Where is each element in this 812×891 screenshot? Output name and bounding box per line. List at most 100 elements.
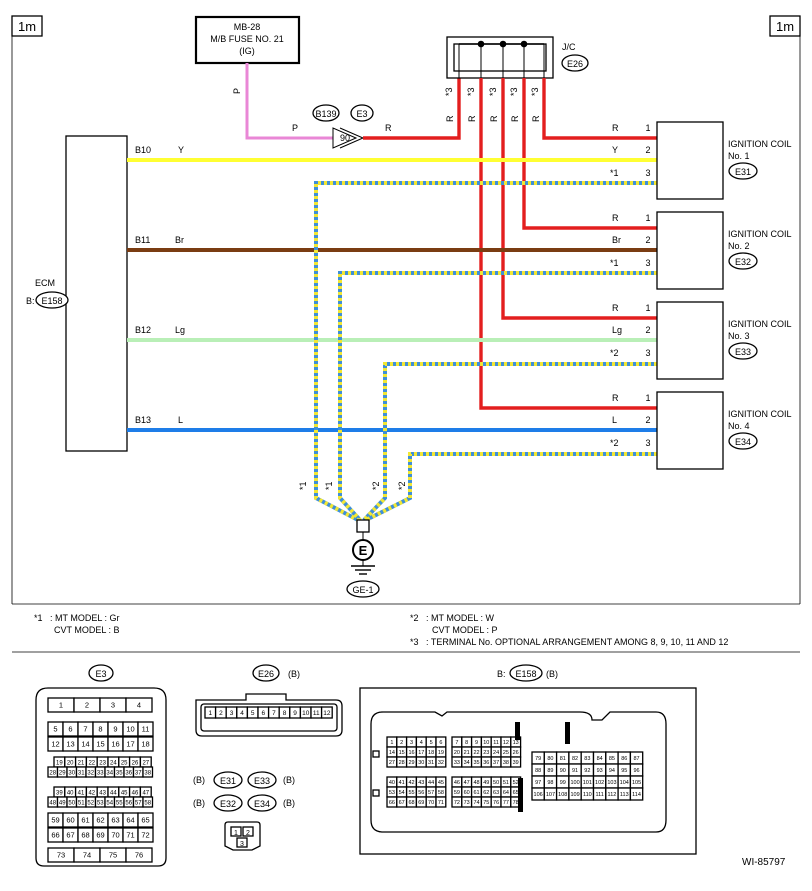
- svg-text:CVT MODEL : P: CVT MODEL : P: [432, 625, 498, 635]
- svg-text:99: 99: [560, 780, 566, 786]
- svg-text:E: E: [359, 543, 368, 558]
- svg-text:103: 103: [607, 780, 616, 786]
- svg-text:4: 4: [420, 740, 423, 746]
- svg-text:No. 1: No. 1: [728, 151, 750, 161]
- svg-text:E34: E34: [735, 437, 751, 447]
- svg-text:21: 21: [78, 761, 85, 767]
- svg-text:113: 113: [620, 792, 629, 798]
- svg-text:28: 28: [49, 771, 56, 777]
- svg-text:*3: *3: [410, 637, 419, 647]
- svg-text:B12: B12: [135, 325, 151, 335]
- svg-text:91: 91: [572, 768, 578, 774]
- svg-text:: MT MODEL : Gr: : MT MODEL : Gr: [50, 613, 120, 623]
- svg-text:74: 74: [473, 800, 479, 806]
- svg-text:76: 76: [135, 851, 143, 860]
- svg-text:48: 48: [473, 780, 479, 786]
- svg-text:*3: *3: [509, 87, 519, 96]
- svg-text:B:: B:: [497, 669, 506, 679]
- svg-text:Br: Br: [175, 235, 184, 245]
- scale-label-left: 1m: [11, 15, 43, 37]
- svg-text:M/B FUSE NO. 21: M/B FUSE NO. 21: [210, 34, 284, 44]
- svg-text:IGNITION COIL: IGNITION COIL: [728, 139, 792, 149]
- svg-text:12: 12: [503, 740, 509, 746]
- svg-text:7: 7: [83, 725, 87, 734]
- svg-text:53: 53: [97, 801, 104, 807]
- coil-wire-label: R: [612, 393, 619, 403]
- svg-text:82: 82: [572, 756, 578, 762]
- svg-text:54: 54: [399, 790, 405, 796]
- svg-text:19: 19: [56, 761, 63, 767]
- svg-text:*3: *3: [444, 87, 454, 96]
- svg-text:P: P: [292, 123, 298, 133]
- svg-text:16: 16: [111, 740, 119, 749]
- svg-text:65: 65: [141, 816, 149, 825]
- svg-text:E34: E34: [254, 799, 270, 809]
- svg-text:106: 106: [534, 792, 543, 798]
- svg-text:1: 1: [234, 830, 238, 837]
- svg-text:19: 19: [438, 750, 444, 756]
- svg-text:37: 37: [493, 760, 499, 766]
- svg-text:CVT MODEL : B: CVT MODEL : B: [54, 625, 120, 635]
- coil-wire-label: *2: [610, 348, 619, 358]
- coil-wire-label: Br: [612, 235, 621, 245]
- ecm-box: ECM B: E158: [26, 135, 128, 452]
- svg-text:12: 12: [323, 710, 331, 717]
- coil-wire-label: R: [612, 123, 619, 133]
- svg-text:67: 67: [399, 800, 405, 806]
- svg-text:77: 77: [503, 800, 509, 806]
- svg-text:67: 67: [66, 831, 74, 840]
- svg-text:57: 57: [135, 801, 142, 807]
- svg-text:31: 31: [78, 771, 85, 777]
- svg-text:9: 9: [293, 710, 297, 717]
- svg-text:70: 70: [111, 831, 119, 840]
- svg-text:(IG): (IG): [239, 46, 255, 56]
- svg-text:52: 52: [87, 801, 94, 807]
- svg-text:11: 11: [313, 710, 320, 717]
- svg-text:(B): (B): [283, 775, 295, 785]
- svg-text:*2: *2: [397, 481, 407, 490]
- svg-text:4: 4: [137, 701, 141, 710]
- svg-text:*3: *3: [530, 87, 540, 96]
- svg-text:(B): (B): [283, 798, 295, 808]
- svg-text:2: 2: [400, 740, 403, 746]
- svg-text:64: 64: [503, 790, 509, 796]
- svg-text:IGNITION COIL: IGNITION COIL: [728, 409, 792, 419]
- svg-text:10: 10: [302, 710, 310, 717]
- svg-text:2: 2: [219, 710, 223, 717]
- svg-text:47: 47: [464, 780, 470, 786]
- svg-text:112: 112: [608, 792, 617, 798]
- svg-text:46: 46: [132, 791, 139, 797]
- svg-text:95: 95: [621, 768, 627, 774]
- svg-text:79: 79: [535, 756, 541, 762]
- svg-text:R: R: [531, 115, 541, 122]
- svg-text:30: 30: [68, 771, 75, 777]
- svg-text:23: 23: [99, 761, 106, 767]
- svg-text:36: 36: [483, 760, 489, 766]
- svg-text:69: 69: [418, 800, 424, 806]
- svg-text:IGNITION COIL: IGNITION COIL: [728, 229, 792, 239]
- coil-wire-label: R: [612, 213, 619, 223]
- svg-text:51: 51: [78, 801, 85, 807]
- svg-text:3: 3: [230, 710, 234, 717]
- svg-text:73: 73: [57, 851, 65, 860]
- svg-text:21: 21: [464, 750, 470, 756]
- svg-text:1: 1: [645, 393, 650, 403]
- svg-text:1: 1: [208, 710, 212, 717]
- svg-text:35: 35: [116, 771, 123, 777]
- svg-text:60: 60: [464, 790, 470, 796]
- svg-text:B13: B13: [135, 415, 151, 425]
- svg-text:48: 48: [49, 801, 56, 807]
- svg-text:56: 56: [125, 801, 132, 807]
- svg-text:: TERMINAL No. OPTIONAL ARRANG: : TERMINAL No. OPTIONAL ARRANGEMENT AMON…: [426, 637, 728, 647]
- svg-text:8: 8: [283, 710, 287, 717]
- svg-text:7: 7: [455, 740, 458, 746]
- svg-text:38: 38: [503, 760, 509, 766]
- coil-wire-label: Y: [612, 145, 618, 155]
- svg-text:20: 20: [454, 750, 460, 756]
- svg-text:: MT MODEL : W: : MT MODEL : W: [426, 613, 495, 623]
- svg-text:R: R: [445, 115, 455, 122]
